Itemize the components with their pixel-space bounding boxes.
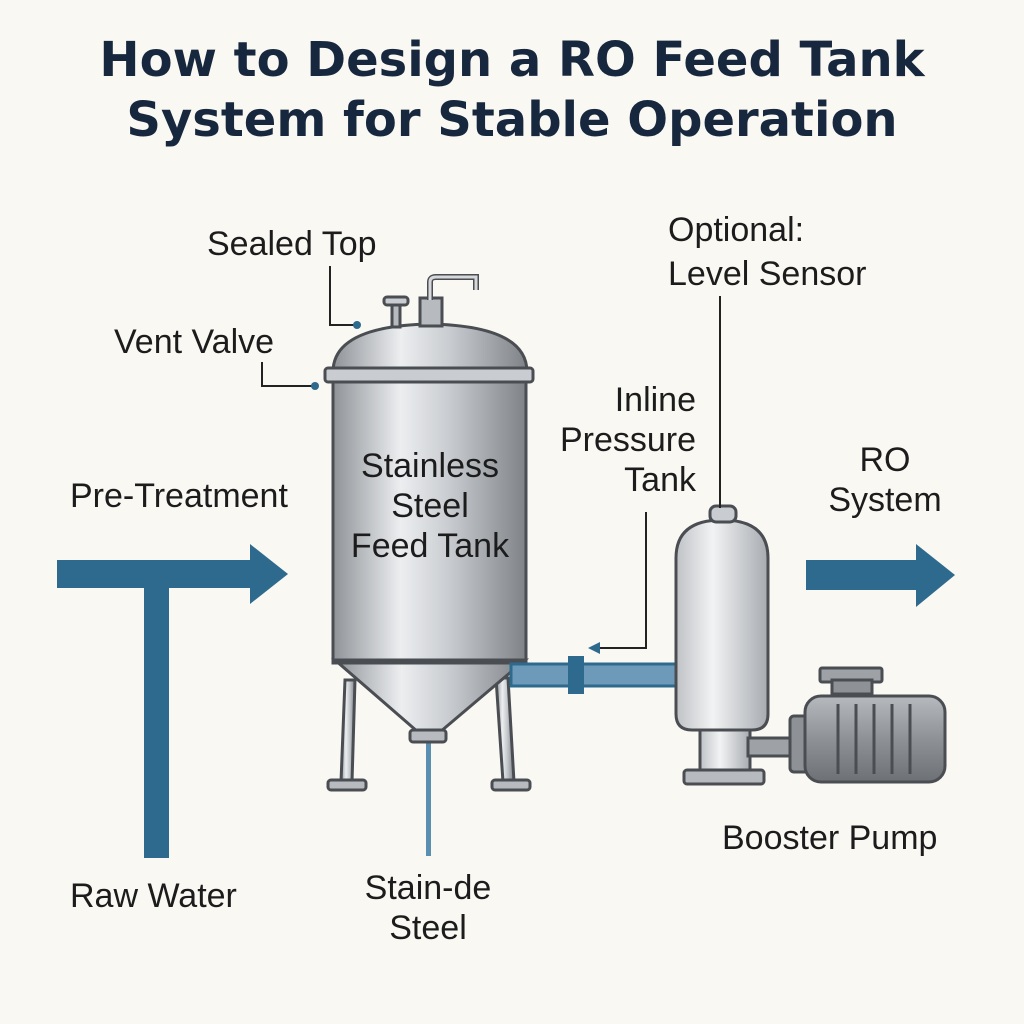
ro-system-line-2: System: [828, 481, 942, 519]
inline-tank-line-2: Pressure: [559, 421, 696, 459]
outlet-pipe: [509, 656, 683, 694]
label-raw-water: Raw Water: [70, 877, 237, 915]
tank-legs: [326, 676, 532, 792]
bottom-steel-line-1: Stain-de: [364, 869, 492, 907]
label-feed-tank: Stainless Steel Feed Tank: [330, 446, 530, 566]
pre-treatment-arrow: [57, 544, 288, 604]
booster-pump: [788, 666, 947, 784]
label-sealed-top: Sealed Top: [207, 225, 377, 263]
label-vent-valve: Vent Valve: [114, 323, 275, 361]
inline-pressure-tank: [674, 504, 770, 786]
feed-tank: [323, 274, 535, 744]
label-ro-system: RO System: [810, 440, 960, 520]
feed-tank-line-2: Steel: [391, 487, 469, 525]
drain-line: [426, 740, 431, 856]
feed-tank-line-3: Feed Tank: [350, 527, 510, 565]
inline-tank-line-3: Tank: [624, 461, 696, 499]
label-level-sensor: Optional: Level Sensor: [668, 208, 866, 296]
feed-tank-line-1: Stainless: [361, 447, 499, 485]
title-line-1: How to Design a RO Feed Tank: [99, 32, 925, 88]
page-title: How to Design a RO Feed Tank System for …: [0, 30, 1024, 150]
bottom-steel-line-2: Steel: [389, 909, 467, 947]
inline-tank-line-1: Inline: [614, 381, 696, 419]
level-sensor-line-1: Optional:: [668, 211, 805, 249]
label-bottom-steel: Stain-de Steel: [328, 868, 528, 948]
label-pre-treatment: Pre-Treatment: [70, 477, 288, 515]
level-sensor-line-2: Level Sensor: [668, 255, 867, 293]
label-inline-pressure-tank: Inline Pressure Tank: [554, 380, 696, 500]
raw-water-pipe: [144, 586, 169, 858]
ro-system-line-1: RO: [859, 441, 911, 479]
leader-lines: [261, 266, 721, 649]
title-line-2: System for Stable Operation: [126, 92, 898, 148]
leader-dots: [311, 321, 600, 654]
label-booster-pump: Booster Pump: [722, 819, 938, 857]
ro-system-arrow: [806, 544, 955, 607]
